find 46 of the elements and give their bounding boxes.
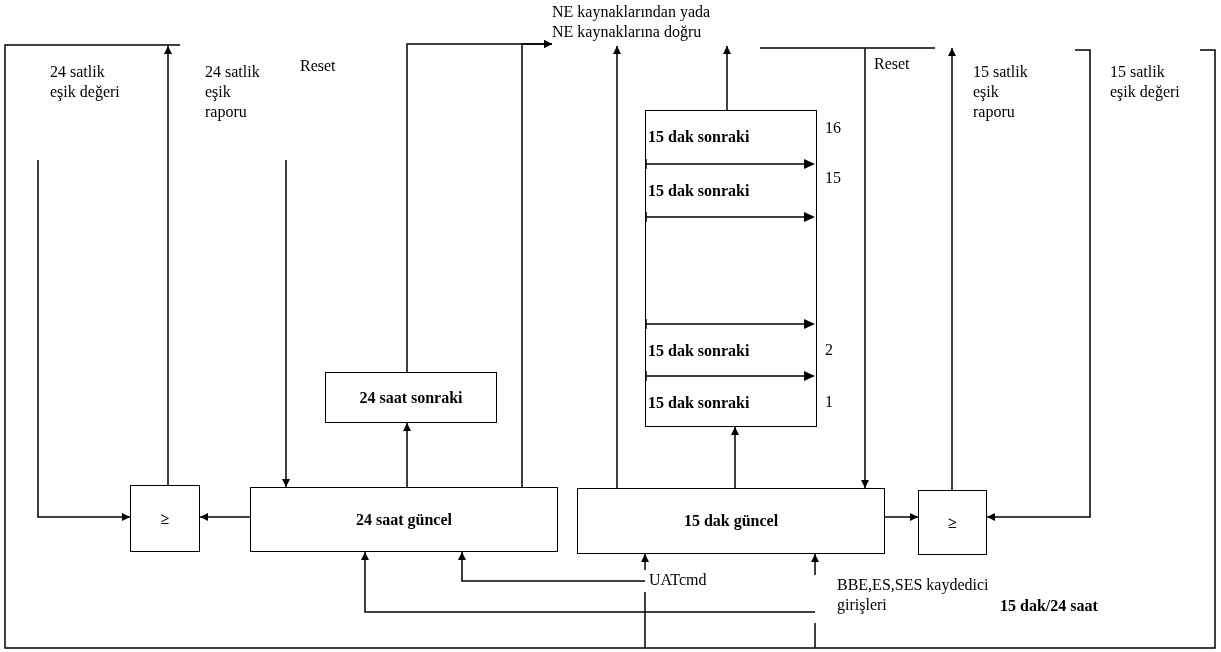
arrow	[164, 45, 172, 486]
arrow	[723, 45, 731, 111]
arrow	[641, 553, 649, 571]
text-label: 16	[825, 118, 842, 138]
comparator-box	[918, 490, 987, 555]
node-text: 24 satlik eşik değeri	[50, 62, 121, 102]
arrow	[986, 159, 1091, 521]
arrow	[403, 422, 411, 488]
node-text: 24 saat güncel	[356, 509, 452, 530]
arrow	[37, 159, 131, 521]
comparator-box	[130, 485, 200, 552]
text-label: 15 dak/24 saat	[1000, 596, 1099, 616]
node-text: 15 dak sonraki	[648, 127, 750, 147]
node-text: BBE,ES,SES kaydedici girişleri	[837, 575, 990, 615]
text-label: 24 satlik eşik raporu	[205, 62, 261, 122]
process-box	[577, 488, 885, 554]
node-text: Reset	[874, 54, 911, 74]
arrow	[884, 513, 919, 521]
arrow	[731, 426, 739, 489]
arrow	[948, 47, 956, 491]
text-label: 2	[825, 340, 834, 360]
node-text: 15 dak güncel	[683, 511, 779, 531]
text-label: 15	[825, 168, 842, 188]
text-label: 1	[825, 392, 834, 412]
node-text: UATcmd	[649, 570, 708, 590]
node-text: Reset	[300, 56, 337, 76]
node-text: 15 dak sonraki	[648, 393, 750, 413]
arrow	[282, 159, 290, 488]
node-text: NE kaynaklarından yada NE kaynaklarına doğru	[552, 2, 712, 42]
node-text: ≥	[948, 512, 957, 533]
process-box	[325, 372, 497, 423]
arrow	[811, 553, 819, 576]
node-text: ≥	[160, 508, 170, 529]
arrow	[521, 40, 553, 488]
node-text: 24 saat sonraki	[359, 387, 463, 408]
node-text: 15 satlik eşik değeri	[1110, 62, 1181, 102]
node-text: 15 dak sonraki	[648, 181, 750, 201]
arrow	[861, 75, 869, 489]
arrow	[458, 551, 646, 582]
arrow	[361, 551, 816, 613]
register-stack	[645, 110, 817, 427]
arrow	[199, 513, 251, 521]
process-box	[250, 487, 558, 552]
arrow	[613, 45, 621, 489]
text-label: 15 satlik eşik raporu	[973, 62, 1029, 122]
node-text: 15 dak sonraki	[648, 341, 750, 361]
